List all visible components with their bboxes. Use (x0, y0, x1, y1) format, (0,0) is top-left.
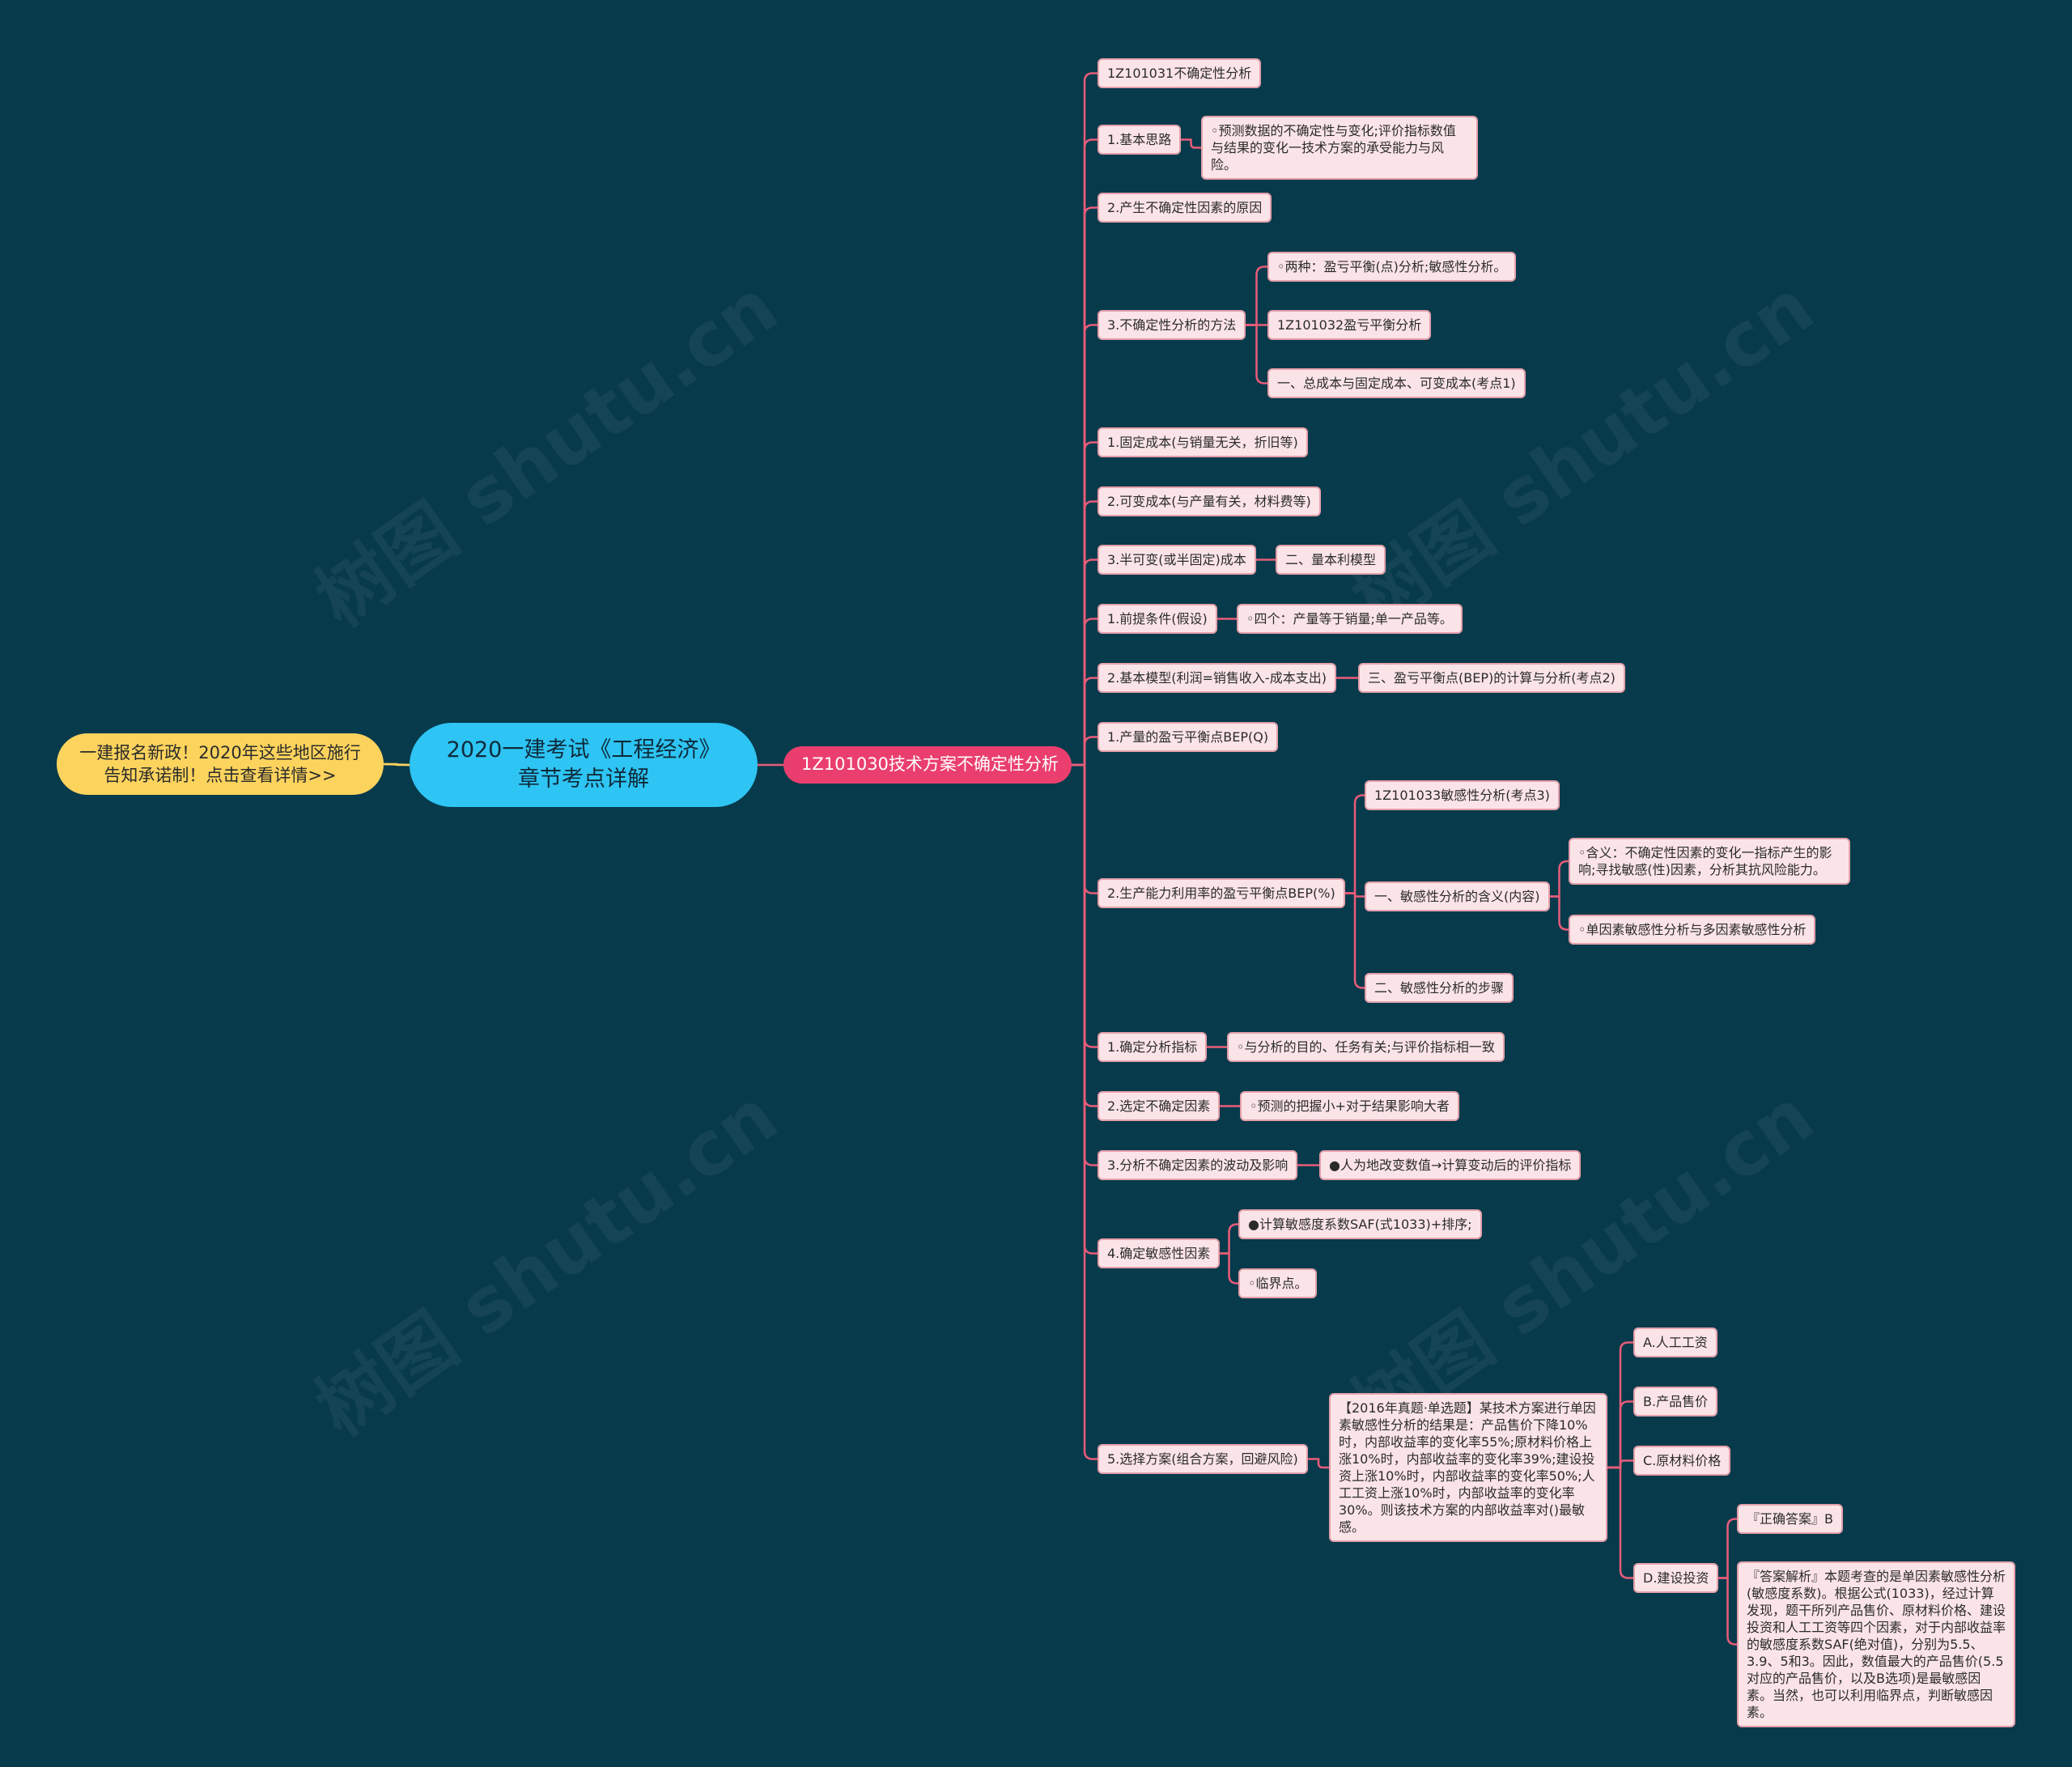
topic-node[interactable]: 5.选择方案(组合方案，回避风险) (1098, 1444, 1308, 1474)
topic-node[interactable]: B.产品售价 (1633, 1387, 1718, 1417)
topic-node[interactable]: A.人工工资 (1633, 1327, 1717, 1357)
topic-node[interactable]: 三、盈亏平衡点(BEP)的计算与分析(考点2) (1358, 663, 1625, 693)
topic-node[interactable]: 3.不确定性分析的方法 (1098, 310, 1246, 340)
topic-node[interactable]: 1Z101031不确定性分析 (1098, 58, 1262, 88)
topic-node[interactable]: ●人为地改变数值→计算变动后的评价指标 (1319, 1150, 1582, 1180)
topic-node[interactable]: ◦与分析的目的、任务有关;与评价指标相一致 (1227, 1032, 1505, 1062)
connector-line (1072, 763, 1098, 1460)
topic-node[interactable]: 2.选定不确定因素 (1098, 1091, 1221, 1121)
connector-line (1072, 559, 1098, 767)
topic-node[interactable]: 二、量本利模型 (1276, 545, 1386, 575)
topic-node[interactable]: 2.生产能力利用率的盈亏平衡点BEP(%) (1098, 878, 1345, 908)
topic-node[interactable]: C.原材料价格 (1633, 1446, 1731, 1476)
topic-node[interactable]: 二、敏感性分析的步骤 (1365, 973, 1514, 1003)
topic-node[interactable]: 1.确定分析指标 (1098, 1032, 1208, 1062)
connector-line (383, 762, 410, 767)
connector-line (1308, 1458, 1329, 1469)
connector-line (1072, 72, 1098, 767)
topic-node[interactable]: 一、总成本与固定成本、可变成本(考点1) (1267, 368, 1526, 398)
topic-node[interactable]: 1.前提条件(假设) (1098, 604, 1217, 634)
topic-node[interactable]: 2.产生不确定性因素的原因 (1098, 193, 1272, 223)
connector-line (1072, 138, 1098, 767)
connector-line (1072, 677, 1098, 767)
connector-line (1246, 265, 1267, 326)
topic-node[interactable]: 1.固定成本(与销量无关，折旧等) (1098, 427, 1308, 457)
topic-node[interactable]: ◦四个：产量等于销量;单一产品等。 (1237, 604, 1463, 634)
connector-line (1072, 736, 1098, 767)
connector-line (1181, 138, 1201, 149)
connector-line (1072, 500, 1098, 767)
topic-node[interactable]: 『答案解析』本题考查的是单因素敏感性分析(敏感度系数)。根据公式(1033)，经… (1737, 1561, 2015, 1727)
connector-line (1345, 892, 1365, 989)
connector-line (1072, 206, 1098, 767)
connector-line (1246, 324, 1267, 384)
topic-node[interactable]: ◦两种：盈亏平衡(点)分析;敏感性分析。 (1267, 252, 1517, 282)
topic-node[interactable]: ◦临界点。 (1238, 1268, 1318, 1298)
connector-line (1607, 1341, 1633, 1469)
topic-node[interactable]: 【2016年真题·单选题】某技术方案进行单因素敏感性分析的结果是：产品售价下降1… (1329, 1393, 1607, 1542)
branch-topic[interactable]: 1Z101030技术方案不确定性分析 (783, 746, 1072, 784)
topic-node[interactable]: 3.半可变(或半固定)成本 (1098, 545, 1256, 575)
topic-node[interactable]: 1Z101032盈亏平衡分析 (1267, 310, 1432, 340)
connector-line (1345, 794, 1365, 894)
connector-line (1607, 1400, 1633, 1469)
promo-link[interactable]: 一建报名新政！2020年这些地区施行告知承诺制！点击查看详情>> (57, 733, 384, 795)
connector-line (1718, 1518, 1737, 1579)
connector-line (1607, 1459, 1633, 1469)
connector-line (1072, 324, 1098, 767)
topic-node[interactable]: D.建设投资 (1633, 1563, 1719, 1593)
topic-node[interactable]: 3.分析不确定因素的波动及影响 (1098, 1150, 1298, 1180)
connector-line (1550, 860, 1569, 898)
connector-line (1072, 618, 1098, 767)
topic-node[interactable]: ●计算敏感度系数SAF(式1033)+排序; (1238, 1209, 1482, 1239)
connector-line (1550, 895, 1569, 931)
topic-node[interactable]: 1.基本思路 (1098, 125, 1182, 155)
connector-line (1220, 1223, 1238, 1255)
connector-line (1220, 1252, 1238, 1285)
topic-node[interactable]: ◦预测的把握小+对于结果影响大者 (1240, 1091, 1459, 1121)
topic-node[interactable]: 2.基本模型(利润=销售收入-成本支出) (1098, 663, 1336, 693)
topic-node[interactable]: 1.产量的盈亏平衡点BEP(Q) (1098, 722, 1279, 752)
topic-node[interactable]: ◦预测数据的不确定性与变化;评价指标数值与结果的变化一技术方案的承受能力与风险。 (1201, 116, 1478, 180)
connector-line (1072, 441, 1098, 767)
topic-node[interactable]: 一、敏感性分析的含义(内容) (1365, 881, 1550, 911)
connector-line (1607, 1466, 1633, 1579)
topic-node[interactable]: 『正确答案』B (1737, 1504, 1843, 1534)
topic-node[interactable]: 4.确定敏感性因素 (1098, 1238, 1221, 1268)
topic-node[interactable]: 1Z101033敏感性分析(考点3) (1365, 780, 1560, 810)
topic-node[interactable]: ◦含义：不确定性因素的变化一指标产生的影响;寻找敏感(性)因素，分析其抗风险能力… (1569, 838, 1850, 885)
topic-node[interactable]: 2.可变成本(与产量有关，材料费等) (1098, 486, 1321, 516)
topic-node[interactable]: ◦单因素敏感性分析与多因素敏感性分析 (1569, 915, 1816, 945)
connector-line (1718, 1577, 1737, 1646)
root-topic[interactable]: 2020一建考试《工程经济》章节考点详解 (410, 723, 758, 807)
